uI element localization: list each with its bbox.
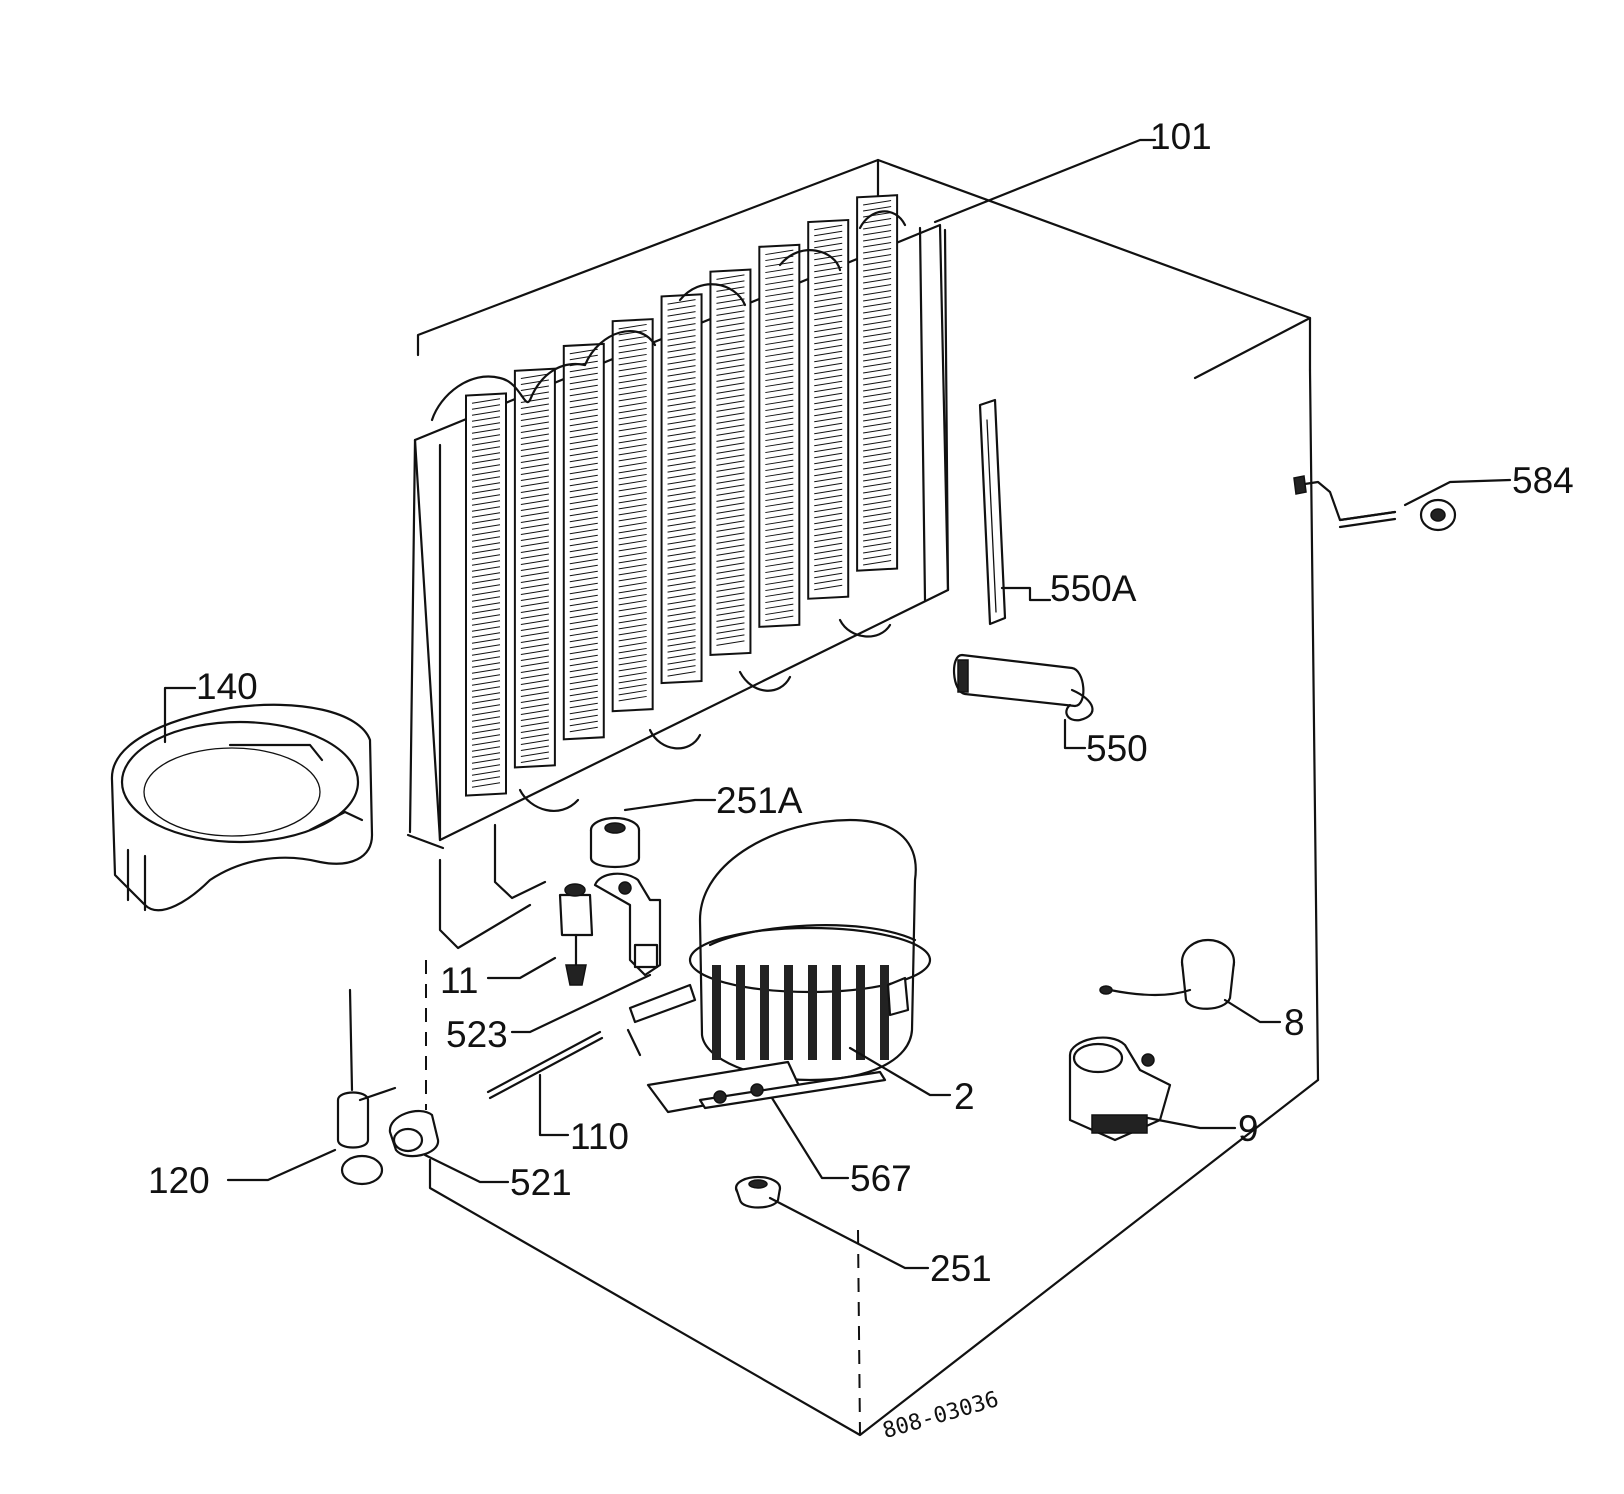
label-550A: 550A xyxy=(1050,568,1137,609)
label-550: 550 xyxy=(1086,728,1148,769)
label-251: 251 xyxy=(930,1248,992,1289)
label-120: 120 xyxy=(148,1160,210,1201)
label-567: 567 xyxy=(850,1158,912,1199)
bracket-523 xyxy=(593,872,662,977)
condenser-101 xyxy=(406,194,950,950)
leader-lines xyxy=(163,138,1512,1270)
plug-120 xyxy=(336,988,397,1186)
cabinet-outline xyxy=(416,158,1320,1437)
label-11: 11 xyxy=(440,960,479,1001)
label-584: 584 xyxy=(1512,460,1574,501)
drip-tray-140 xyxy=(110,703,374,912)
label-110: 110 xyxy=(570,1116,629,1157)
label-140: 140 xyxy=(196,666,258,707)
capillary-tube-550A xyxy=(978,398,1007,626)
relay-9 xyxy=(1068,1036,1172,1142)
filter-drier-550 xyxy=(953,653,1094,722)
label-521: 521 xyxy=(510,1162,572,1203)
compressor-2 xyxy=(646,818,932,1114)
valve-11 xyxy=(558,883,594,986)
grommet-251 xyxy=(734,1175,782,1209)
grommet-251A xyxy=(589,816,641,868)
cap-521 xyxy=(388,1110,440,1158)
label-9: 9 xyxy=(1238,1108,1259,1149)
tube-110 xyxy=(486,983,697,1100)
thermostat-8 xyxy=(1099,938,1236,1010)
sensor-584 xyxy=(1293,475,1457,532)
label-251A: 251A xyxy=(716,780,803,821)
label-101: 101 xyxy=(1150,116,1212,157)
label-2: 2 xyxy=(954,1076,975,1117)
label-8: 8 xyxy=(1284,1002,1305,1043)
label-523: 523 xyxy=(446,1014,508,1055)
